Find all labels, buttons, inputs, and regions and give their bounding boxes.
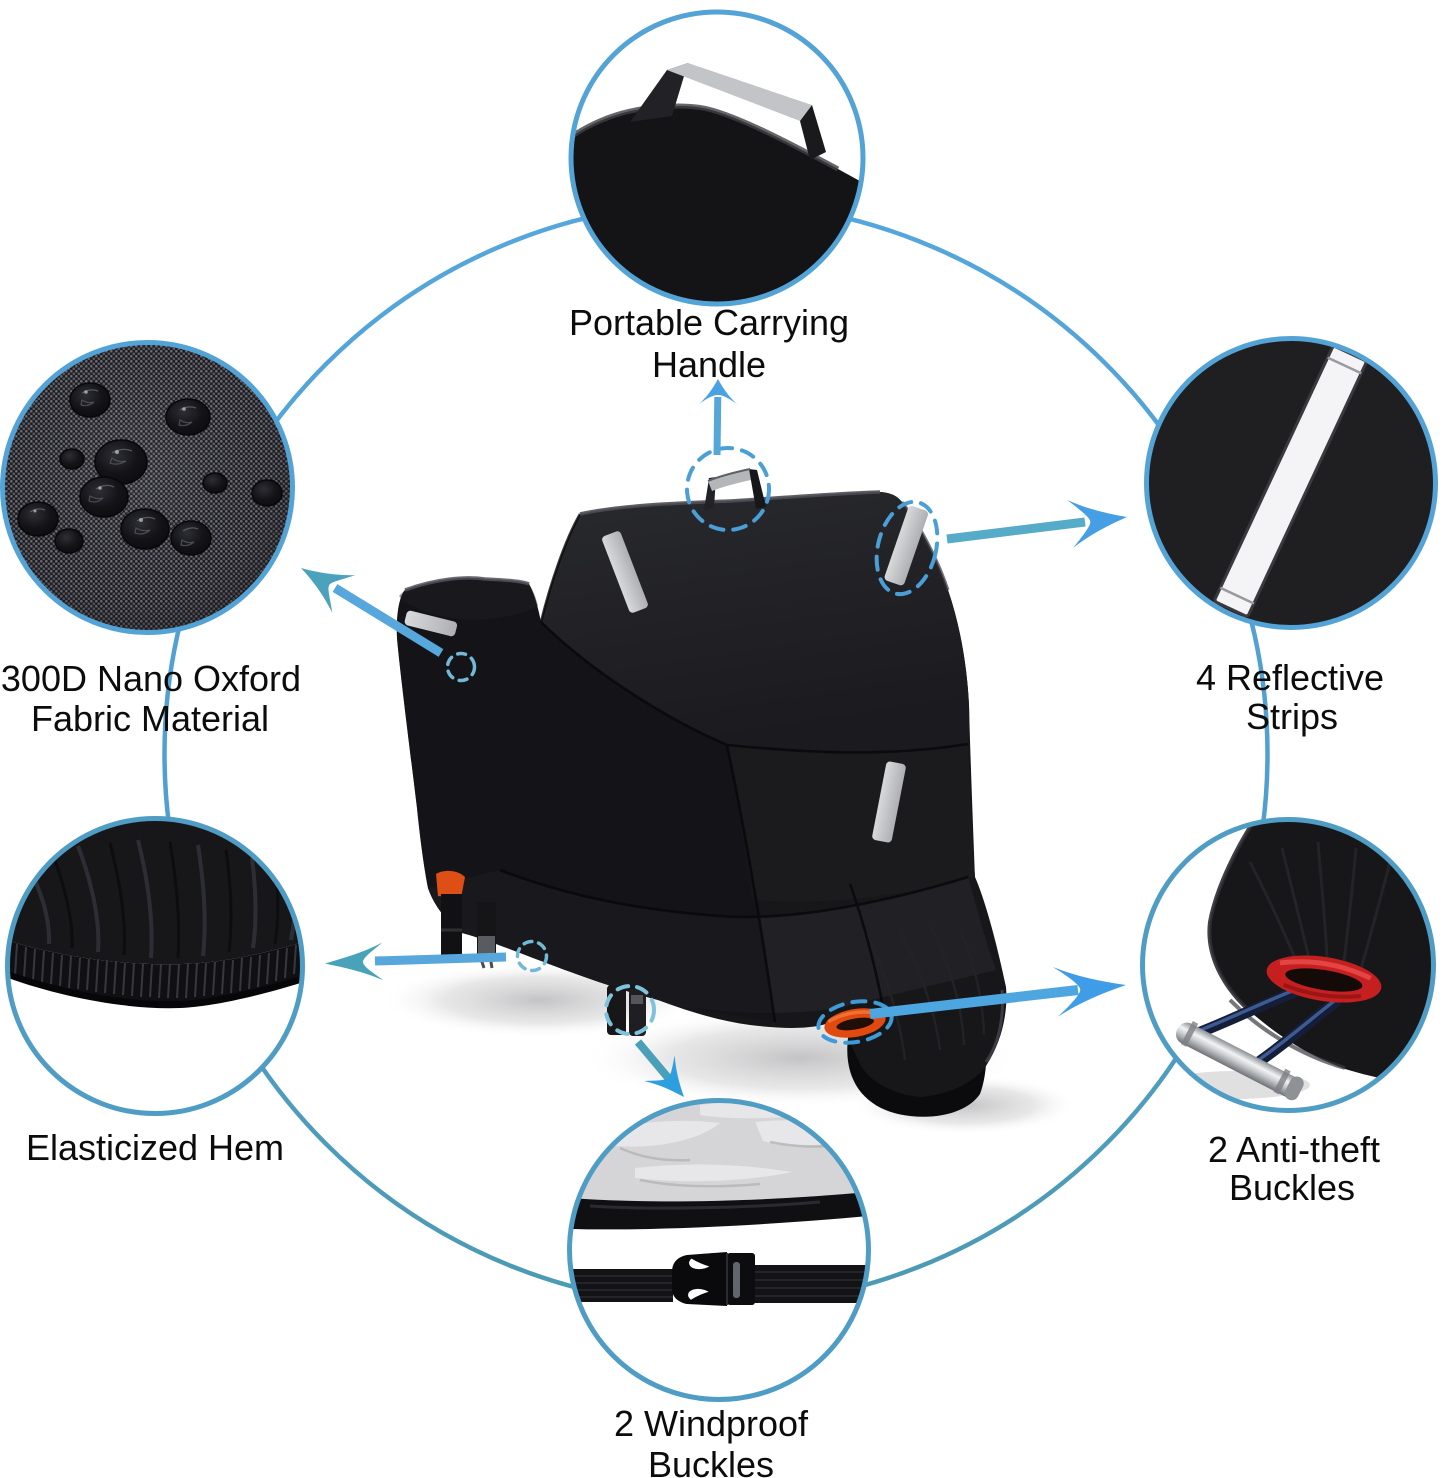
svg-text:2 Windproof: 2 Windproof [614,1403,809,1444]
svg-text:Buckles: Buckles [648,1444,774,1478]
svg-text:Buckles: Buckles [1229,1167,1355,1208]
svg-text:300D Nano Oxford: 300D Nano Oxford [1,658,301,699]
svg-text:2 Anti-theft: 2 Anti-theft [1208,1129,1380,1170]
svg-text:4 Reflective: 4 Reflective [1196,657,1384,698]
svg-text:Portable Carrying: Portable Carrying [569,302,849,343]
svg-text:Handle: Handle [652,344,766,385]
svg-text:Strips: Strips [1246,696,1338,737]
svg-text:Fabric Material: Fabric Material [31,698,269,739]
svg-text:Elasticized Hem: Elasticized Hem [26,1127,284,1168]
